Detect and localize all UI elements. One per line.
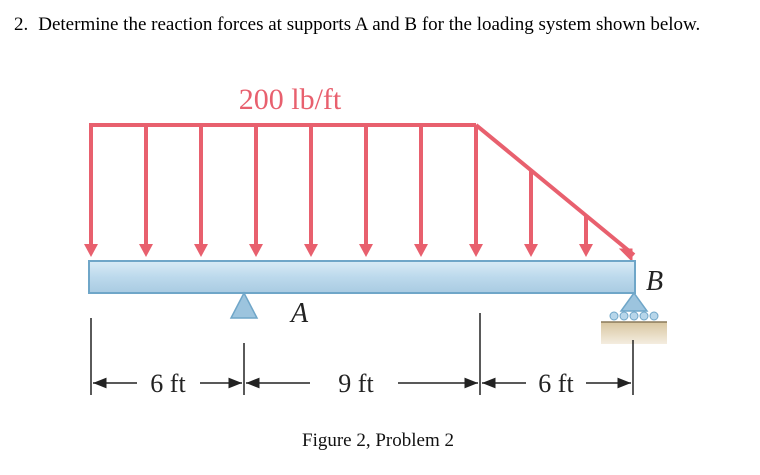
question-number: 2.	[14, 14, 29, 35]
load-label: 200 lb/ft	[239, 83, 342, 116]
distributed-load	[84, 123, 636, 263]
question-body: Determine the reaction forces at support…	[38, 14, 701, 35]
load-arrow-head	[139, 244, 153, 257]
dimension-extension-lines	[90, 313, 634, 395]
load-slope-line	[474, 123, 636, 257]
support-a-pin	[229, 291, 259, 319]
figure-caption-text: Figure 2, Problem 2	[302, 430, 454, 451]
load-arrow-head	[194, 244, 208, 257]
load-arrow-head	[304, 244, 318, 257]
question-text: 2. Determine the reaction forces at suppo…	[14, 14, 700, 36]
figure-caption: Figure 2, Problem 2	[0, 430, 760, 452]
ground-block	[601, 322, 667, 344]
support-b-label: B	[646, 266, 663, 297]
dimension-label-2: 9 ft	[338, 369, 374, 398]
load-arrow-head	[359, 244, 373, 257]
load-arrow-head	[84, 244, 98, 257]
load-arrow-head	[249, 244, 263, 257]
support-b-roller	[601, 291, 667, 344]
beam	[88, 260, 636, 294]
load-arrow-head-end	[618, 248, 633, 263]
load-arrow-head	[579, 244, 593, 257]
load-arrow-head	[469, 244, 483, 257]
load-arrows	[84, 125, 633, 263]
dimension-label-3: 6 ft	[538, 369, 574, 398]
load-arrow-head	[524, 244, 538, 257]
support-a-label: A	[289, 298, 309, 329]
dimension-label-1: 6 ft	[150, 369, 186, 398]
load-arrow-head	[414, 244, 428, 257]
